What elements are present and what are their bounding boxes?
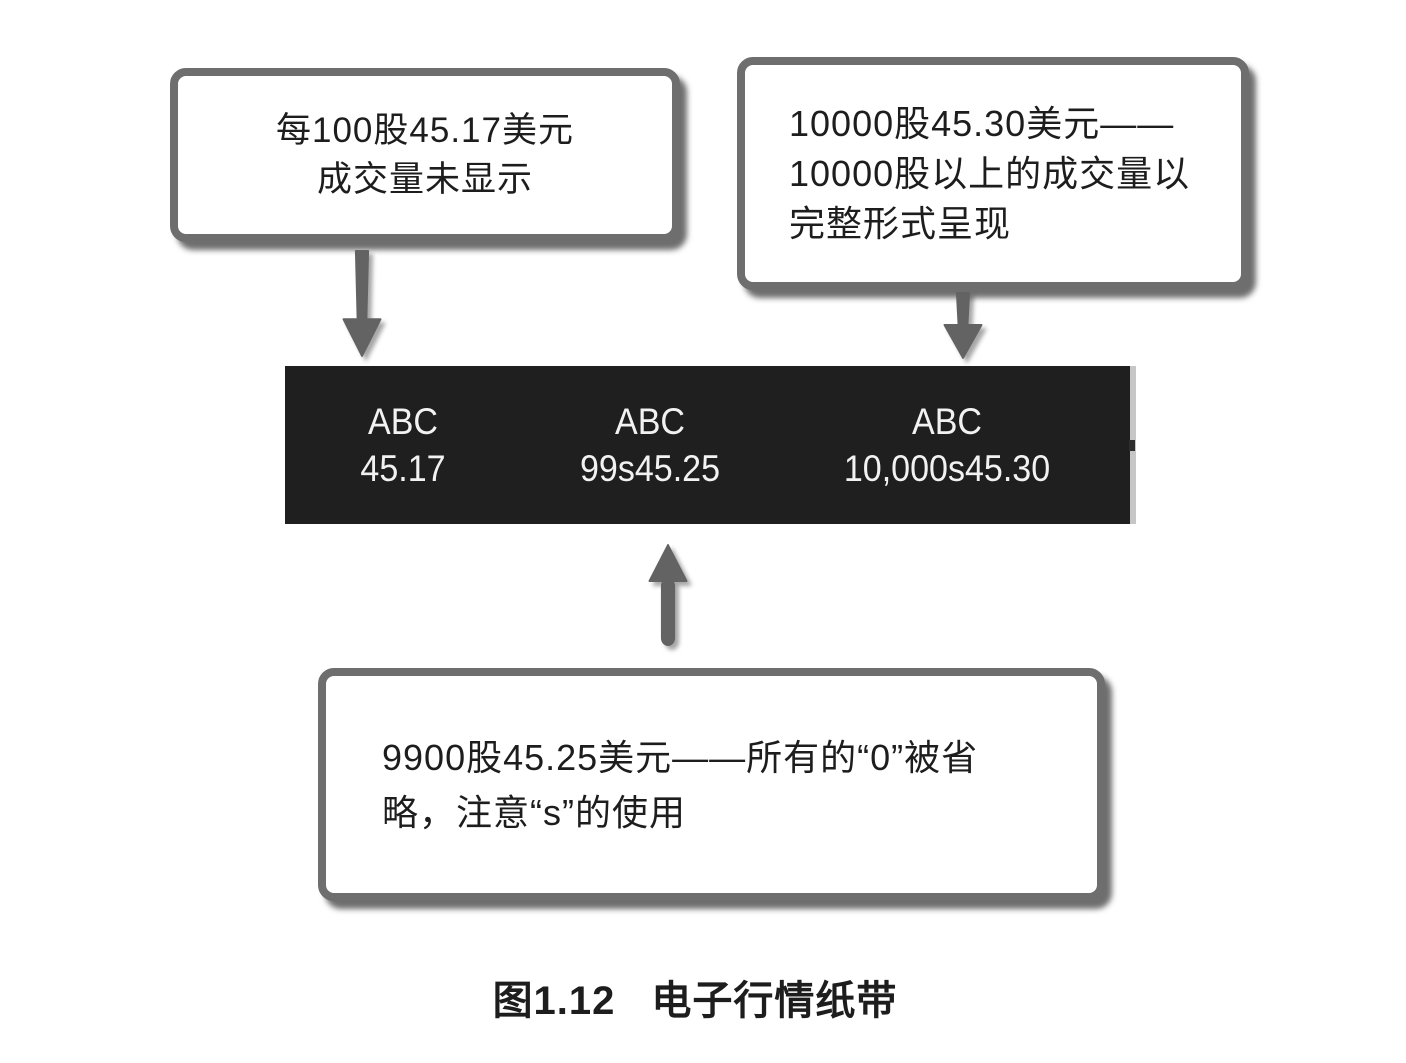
- callout-top-right-line3: 完整形式呈现: [789, 202, 1012, 244]
- callout-top-left-line2: 成交量未显示: [316, 160, 533, 199]
- ticker-quote: 10,000s45.30: [843, 448, 1051, 489]
- callout-bottom-line2: 略，注意“s”的使用: [382, 791, 686, 833]
- figure-caption: 图1.12 电子行情纸带: [0, 968, 1390, 1026]
- arrow-down-icon: [943, 292, 983, 359]
- ticker-entry: ABC 45.17: [360, 398, 445, 492]
- ticker-entry: ABC 99s45.25: [580, 398, 720, 492]
- ticker-tape: ABC 45.17 ABC 99s45.25 ABC 10,000s45.30: [285, 366, 1130, 524]
- caption-number: 图1.12: [492, 979, 616, 1023]
- callout-top-right-line2: 10000股以上的成交量以: [789, 152, 1191, 194]
- arrow-down-icon: [342, 250, 382, 357]
- ticker-edge-notch: [1129, 440, 1135, 451]
- callout-bottom: 9900股45.25美元——所有的“0”被省 略，注意“s”的使用: [318, 668, 1105, 901]
- ticker-quote: 45.17: [360, 448, 446, 489]
- ticker-symbol: ABC: [912, 401, 982, 442]
- ticker-symbol: ABC: [367, 401, 438, 442]
- callout-bottom-line1: 9900股45.25美元——所有的“0”被省: [382, 736, 979, 778]
- ticker-symbol: ABC: [614, 401, 685, 442]
- arrow-up-icon: [648, 544, 688, 646]
- callout-top-right: 10000股45.30美元—— 10000股以上的成交量以 完整形式呈现: [737, 57, 1249, 290]
- caption-title: 电子行情纸带: [651, 979, 898, 1023]
- callout-top-right-line1: 10000股45.30美元——: [789, 102, 1175, 144]
- ticker-quote: 99s45.25: [579, 448, 721, 489]
- callout-top-left-line1: 每100股45.17美元: [276, 111, 574, 150]
- callout-top-left: 每100股45.17美元 成交量未显示: [170, 68, 680, 242]
- ticker-entry: ABC 10,000s45.30: [844, 398, 1050, 492]
